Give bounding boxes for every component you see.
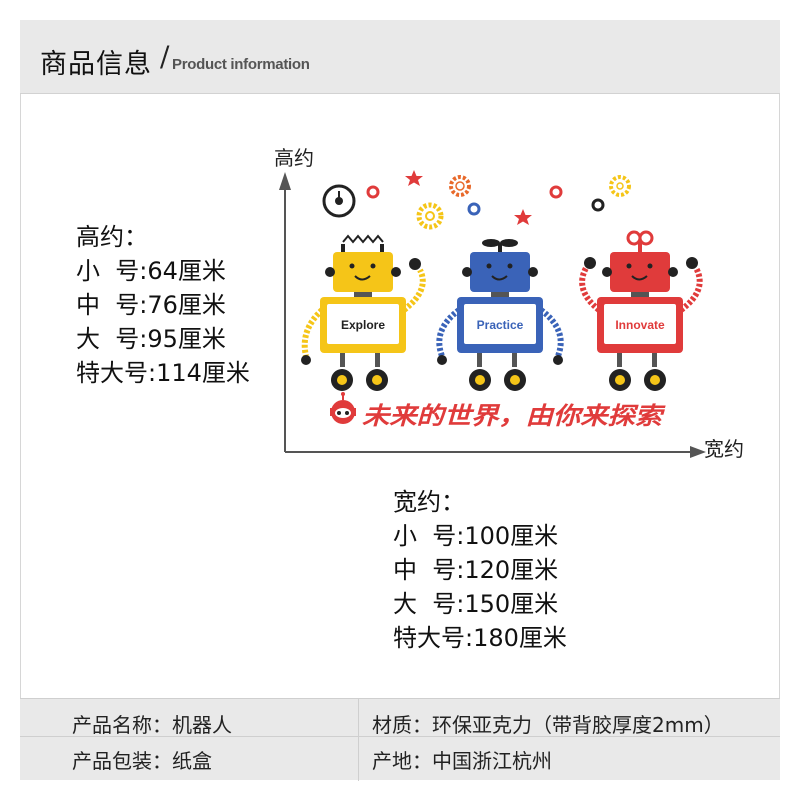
width-spec-row: 大 号:150厘米 (393, 590, 559, 618)
table-divider (20, 736, 780, 737)
product-info-table: 产品名称：机器人 材质：环保亚克力（带背胶厚度2mm） 产品包装：纸盒 产地：中… (20, 698, 780, 781)
robot-label-explore: Explore (341, 318, 385, 332)
header-slash: / (160, 40, 170, 73)
ring-icon (467, 202, 481, 216)
robot-explore: Explore (301, 234, 426, 391)
robot-practice: Practice (436, 239, 564, 391)
mini-robot-icon (330, 392, 356, 424)
product-origin: 产地：中国浙江杭州 (372, 749, 552, 773)
y-axis-label: 高约 (274, 146, 314, 170)
product-material: 材质：环保亚克力（带背胶厚度2mm） (372, 713, 724, 737)
dimension-axes (279, 172, 706, 458)
gear-icon (416, 202, 444, 230)
width-spec-row: 小 号:100厘米 (393, 522, 559, 550)
width-spec-title: 宽约： (393, 488, 465, 516)
header-title-en: Product information (172, 56, 310, 73)
width-spec: 宽约： 小 号:100厘米 中 号:120厘米 大 号:150厘米 特大号:18… (393, 485, 567, 655)
gear-icon (609, 175, 631, 197)
robot-innovate: Innovate (579, 230, 703, 391)
section-header: 商品信息 / Product information (20, 20, 780, 94)
gear-icon (449, 175, 471, 197)
star-icon (405, 170, 423, 186)
x-axis-label: 宽约 (704, 437, 744, 461)
gear-icon (366, 185, 380, 199)
width-spec-row: 特大号:180厘米 (393, 624, 567, 652)
header-title-cn: 商品信息 (40, 49, 152, 80)
star-icon (514, 209, 532, 225)
product-package: 产品包装：纸盒 (72, 749, 212, 773)
height-spec-row: 小 号:64厘米 (76, 257, 226, 285)
ring-icon (549, 185, 563, 199)
height-spec-row: 大 号:95厘米 (76, 325, 226, 353)
clock-icon (322, 184, 356, 218)
decorations (322, 170, 631, 230)
width-spec-row: 中 号:120厘米 (393, 556, 559, 584)
slogan: 未来的世界，由你来探索 (330, 392, 667, 430)
table-divider (358, 699, 359, 781)
product-name: 产品名称：机器人 (72, 713, 232, 737)
slogan-text: 未来的世界，由你来探索 (362, 402, 667, 430)
robot-label-innovate: Innovate (615, 318, 665, 332)
height-spec-row: 中 号:76厘米 (76, 291, 226, 319)
height-spec: 高约： 小 号:64厘米 中 号:76厘米 大 号:95厘米 特大号:114厘米 (76, 220, 250, 390)
ring-icon (591, 198, 605, 212)
height-spec-title: 高约： (76, 223, 148, 251)
robot-label-practice: Practice (477, 318, 524, 332)
height-spec-row: 特大号:114厘米 (76, 359, 250, 387)
